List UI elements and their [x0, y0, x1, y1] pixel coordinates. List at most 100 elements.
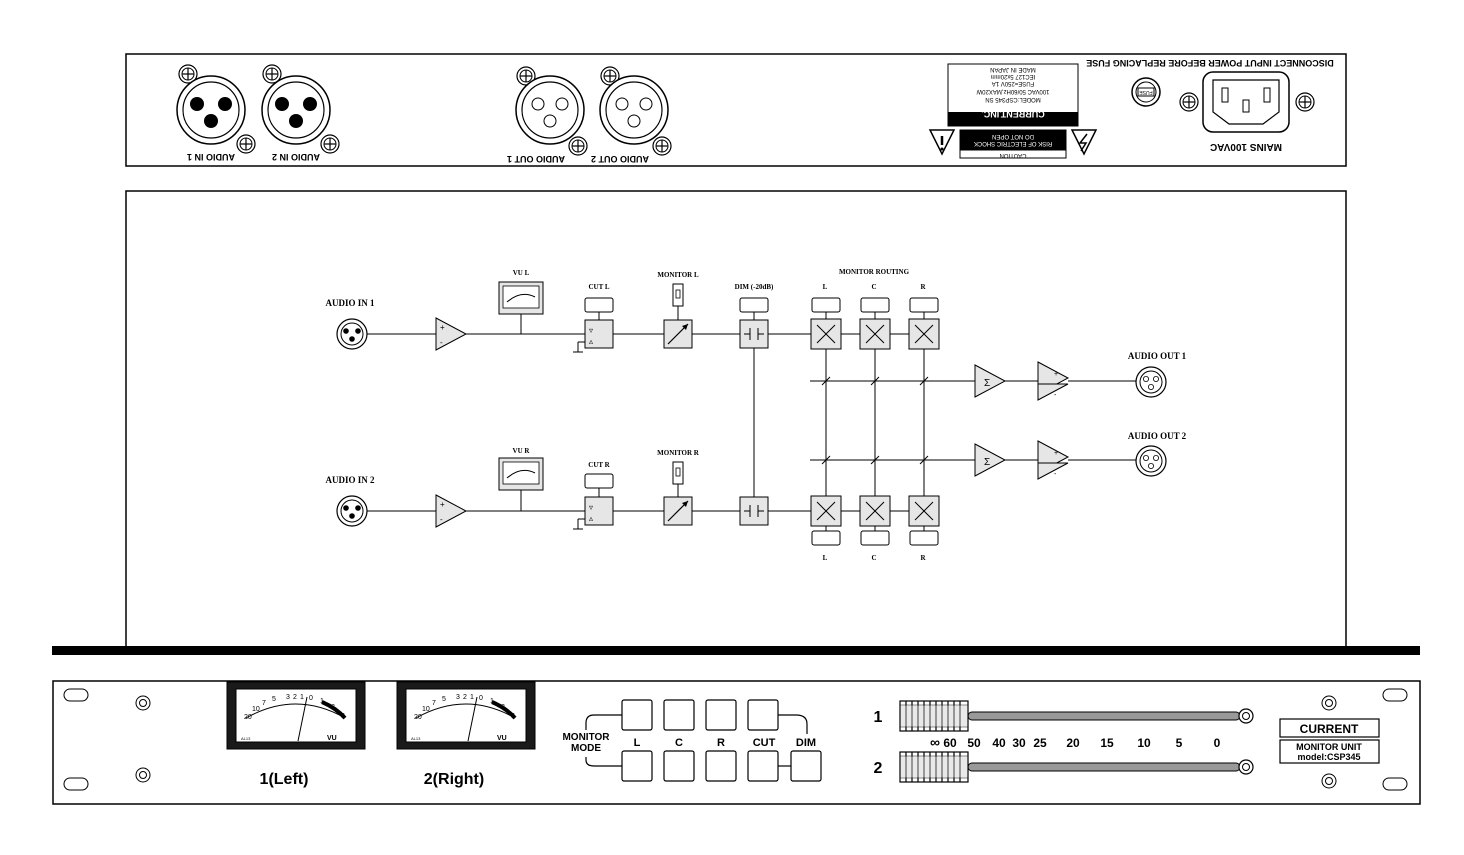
- monitor-c-button-upper[interactable]: [663, 699, 695, 731]
- fader-scale-60: 60: [943, 736, 957, 750]
- rating-plate-brand: CURRENT,INC.: [981, 109, 1045, 119]
- rating-plate-origin: MADE IN JAPAN: [990, 66, 1036, 72]
- monitor-l-button-upper[interactable]: [621, 699, 653, 731]
- fader-scale-15: 15: [1100, 736, 1114, 750]
- fuse-holder: FUSE: [1131, 77, 1161, 107]
- vu-right-scale-1: 1: [470, 694, 474, 701]
- block-diagram-frame: [125, 190, 1347, 648]
- dim-button[interactable]: [790, 750, 822, 782]
- diagram-vu-l-label: VU L: [513, 269, 530, 277]
- routing-cell-2-c: [859, 495, 891, 527]
- diagram-audio-out-1-label: AUDIO OUT 1: [1128, 351, 1187, 361]
- rear-audio-in-2-label: AUDIO IN 2: [272, 152, 320, 162]
- routing-cell-2-r: [908, 495, 940, 527]
- section-divider: [52, 646, 1420, 655]
- fader-2-end-cap-inner: [1242, 763, 1250, 771]
- caution-line-1: RISK OF ELECTRIC SHOCK: [974, 140, 1052, 146]
- vu-right-scale-2: 2: [463, 694, 467, 701]
- routing-cell-2-l: [810, 495, 842, 527]
- output-driver-2: + -: [1037, 440, 1070, 480]
- fader-1-knob[interactable]: [899, 700, 969, 732]
- monitor-mode-bracket-top: [585, 714, 622, 730]
- routing-bottom-r-label: R: [920, 554, 926, 562]
- info-warning-icon: [928, 129, 956, 156]
- fader-scale: ∞ 60 50 40 30 25 20 15 10 5 0: [930, 734, 1221, 750]
- sum-amp-2: Σ: [974, 443, 1007, 477]
- monitor-r-button-upper[interactable]: [705, 699, 737, 731]
- sum-symbol-1: Σ: [984, 378, 990, 389]
- routing-bottom-c-label: C: [871, 554, 876, 562]
- vu-right-scale-p1: 1: [490, 698, 494, 705]
- rating-plate-model: MODEL:CSP345 SN: [985, 96, 1040, 102]
- fader-1-label: 1: [874, 709, 883, 726]
- diagram-input-1-jack-icon: [336, 318, 368, 350]
- rack-slot-icon: [63, 777, 89, 791]
- vu-left-scale-10: 10: [252, 706, 260, 713]
- signal-lines: [367, 306, 1136, 531]
- vu-right-model: AL13: [411, 736, 421, 741]
- diagram-dim-r-block: [739, 496, 769, 526]
- vu-left-scale-5: 5: [272, 696, 276, 703]
- cut-dim-link-top: [778, 714, 808, 734]
- panel-screw-icon: [135, 767, 151, 783]
- diagram-monitor-l-pot: [663, 283, 693, 349]
- vu-right-scale-5: 5: [442, 696, 446, 703]
- diagram-vu-r-label: VU R: [513, 447, 531, 455]
- rear-audio-out-1-label: AUDIO OUT 1: [507, 154, 565, 164]
- sum-amp-1: Σ: [974, 364, 1007, 398]
- diagram-output-2-jack-icon: [1135, 445, 1167, 477]
- fader-2-knob[interactable]: [899, 751, 969, 783]
- routing-bottom-c-switch: [860, 530, 890, 546]
- rear-audio-out-2-connector: [599, 66, 672, 156]
- brand-plate: CURRENT MONITOR UNIT model:CSP345: [1279, 718, 1380, 764]
- diagram-audio-in-1-label: AUDIO IN 1: [325, 298, 375, 308]
- rack-slot-icon: [1382, 777, 1408, 791]
- monitor-l-button-lower[interactable]: [621, 750, 653, 782]
- svg-text:▿: ▿: [589, 326, 593, 335]
- rear-audio-out-1-connector: [515, 66, 588, 156]
- fader-scale-30: 30: [1012, 736, 1026, 750]
- fader-2-track: [967, 762, 1241, 772]
- button-label-c: C: [675, 737, 683, 749]
- fader-2[interactable]: [899, 751, 1254, 783]
- fader-scale-25: 25: [1033, 736, 1047, 750]
- cut-button-lower[interactable]: [747, 750, 779, 782]
- button-label-cut: CUT: [753, 737, 776, 749]
- rating-plate: CURRENT,INC. MODEL:CSP345 SN 100VAC 50/6…: [947, 63, 1079, 127]
- diagram-monitor-routing-label: MONITOR ROUTING: [839, 268, 910, 276]
- caution-label: CAUTION RISK OF ELECTRIC SHOCK DO NOT OP…: [959, 129, 1067, 159]
- rear-audio-in-1-connector: [176, 64, 256, 154]
- routing-cell-1-l: [810, 318, 842, 350]
- diagram-input-2-jack-icon: [336, 495, 368, 527]
- button-label-l: L: [634, 737, 641, 749]
- routing-top-l-switch: [811, 297, 841, 313]
- diagram-cut-l-relay: ▿ ▵: [584, 319, 614, 349]
- rear-audio-in-2-connector: [261, 64, 340, 154]
- monitor-r-button-lower[interactable]: [705, 750, 737, 782]
- input-amp-2: [435, 494, 467, 528]
- cut-button-upper[interactable]: [747, 699, 779, 731]
- diagram-vu-l-meter: [498, 281, 544, 315]
- fader-1-track: [967, 711, 1241, 721]
- diagram-dim-label: DIM (-20dB): [735, 283, 774, 291]
- fader-scale-inf: ∞: [930, 734, 940, 750]
- rating-plate-fuse: FUSE=250V 1A: [992, 80, 1035, 86]
- monitor-mode-label-line-1: MONITOR: [562, 732, 610, 743]
- panel-screw-icon: [135, 695, 151, 711]
- vu-right-scale-0: 0: [479, 695, 483, 702]
- routing-bottom-l-label: L: [823, 554, 828, 562]
- mains-inlet: [1179, 71, 1315, 133]
- vu-right-scale-20: 20: [414, 714, 422, 721]
- monitor-c-button-lower[interactable]: [663, 750, 695, 782]
- shock-warning-icon: [1070, 129, 1098, 156]
- vu-left-scale-p1: 1: [320, 698, 324, 705]
- fader-scale-0: 0: [1214, 736, 1221, 750]
- diagram-monitor-r-label: MONITOR R: [657, 449, 700, 457]
- block-diagram: AUDIO IN 1 AUDIO IN 2 VU L VU R CUT L CU…: [125, 190, 1347, 648]
- fader-2-label: 2: [874, 760, 883, 777]
- rear-panel: AUDIO IN 1 AUDIO IN 2 AUDIO OUT 1 AUDIO …: [125, 53, 1347, 167]
- fader-1-end-cap-inner: [1242, 712, 1250, 720]
- fader-1[interactable]: [899, 700, 1254, 732]
- svg-text:▿: ▿: [589, 503, 593, 512]
